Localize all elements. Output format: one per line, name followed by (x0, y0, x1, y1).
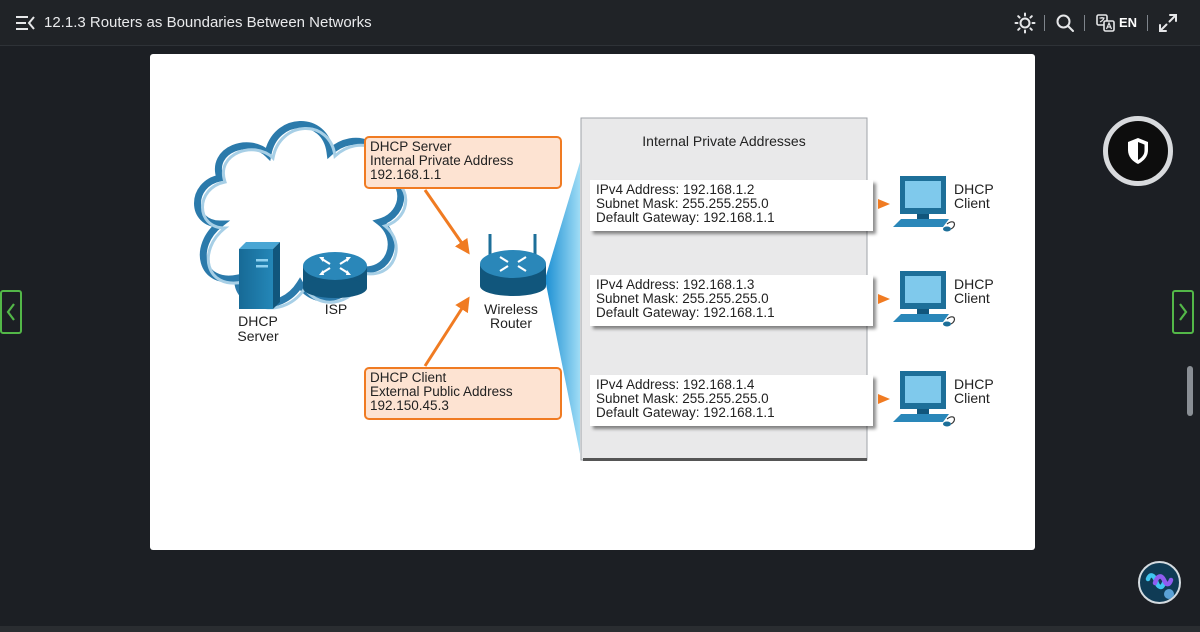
toolbar-divider (1044, 15, 1045, 31)
isp-router-icon (303, 252, 367, 298)
address-line: IPv4 Address: 192.168.1.2 (596, 182, 754, 197)
desktop-computer-icon (893, 176, 956, 232)
address-line: Subnet Mask: 255.255.255.0 (596, 391, 769, 406)
arrow-to-router (423, 296, 470, 367)
panel-title: Internal Private Addresses (642, 133, 805, 149)
dhcp-server-label: DHCP (238, 313, 278, 329)
webex-icon (1145, 573, 1174, 599)
callout-text: DHCP Client (370, 370, 447, 385)
desktop-computer-icon (893, 271, 956, 327)
webex-button[interactable] (1138, 561, 1181, 604)
dhcp-client-label: Client (954, 195, 990, 211)
language-selector[interactable]: EN (1119, 15, 1138, 30)
wireless-router-icon (480, 234, 546, 296)
arrow-to-client (878, 394, 890, 404)
callout-text: External Public Address (370, 384, 513, 399)
bottom-strip (0, 626, 1200, 632)
arrow-to-client (878, 294, 890, 304)
menu-collapse-icon[interactable] (14, 13, 36, 33)
address-box (590, 375, 873, 426)
page-title: 12.1.3 Routers as Boundaries Between Net… (44, 14, 372, 31)
address-line: Default Gateway: 192.168.1.1 (596, 305, 775, 320)
next-page-button[interactable] (1172, 290, 1194, 334)
expand-icon[interactable] (1157, 12, 1179, 34)
toolbar-divider (1147, 15, 1148, 31)
dhcp-client-label: DHCP (954, 276, 994, 292)
shield-icon (1128, 138, 1148, 164)
network-diagram: DHCP Server ISP DHCP Server Internal Pri… (194, 117, 994, 461)
address-line: IPv4 Address: 192.168.1.4 (596, 377, 755, 392)
wireless-router-label: Wireless (484, 301, 538, 317)
dhcp-server-callout: DHCP Server Internal Private Address 192… (364, 136, 562, 189)
top-bar: 12.1.3 Routers as Boundaries Between Net… (0, 0, 1200, 46)
address-line: Subnet Mask: 255.255.255.0 (596, 196, 769, 211)
translate-icon[interactable] (1095, 12, 1117, 34)
dhcp-client-label: DHCP (954, 181, 994, 197)
scrollbar-track[interactable] (1187, 46, 1193, 626)
dhcp-client-label: DHCP (954, 376, 994, 392)
address-box (590, 180, 873, 231)
search-icon[interactable] (1054, 12, 1076, 34)
callout-text: 192.168.1.1 (370, 167, 441, 182)
arrow-to-client (878, 199, 890, 209)
address-line: IPv4 Address: 192.168.1.3 (596, 277, 754, 292)
chevron-left-icon (6, 303, 15, 321)
scrollbar-thumb[interactable] (1187, 366, 1193, 416)
toolbar-divider (1084, 15, 1085, 31)
previous-page-button[interactable] (0, 290, 22, 334)
security-shield-button[interactable] (1103, 116, 1173, 186)
callout-text: 192.150.45.3 (370, 398, 449, 413)
dhcp-client-label: Client (954, 390, 990, 406)
broadcast-cone (545, 162, 580, 454)
arrow-to-router (423, 189, 470, 255)
address-line: Subnet Mask: 255.255.255.0 (596, 291, 769, 306)
address-box (590, 275, 873, 326)
address-line: Default Gateway: 192.168.1.1 (596, 405, 775, 420)
dhcp-client-callout: DHCP Client External Public Address 192.… (364, 367, 562, 420)
brightness-icon[interactable] (1014, 12, 1036, 34)
dhcp-server-label: Server (237, 328, 279, 344)
dhcp-server-icon (239, 242, 280, 309)
diagram-card: DHCP Server ISP DHCP Server Internal Pri… (150, 54, 1035, 550)
wireless-router-label: Router (490, 315, 532, 331)
desktop-computer-icon (893, 371, 956, 427)
callout-text: Internal Private Address (370, 153, 514, 168)
callout-text: DHCP Server (370, 139, 452, 154)
isp-label: ISP (325, 301, 348, 317)
dhcp-client-label: Client (954, 290, 990, 306)
address-line: Default Gateway: 192.168.1.1 (596, 210, 775, 225)
chevron-right-icon (1179, 303, 1188, 321)
